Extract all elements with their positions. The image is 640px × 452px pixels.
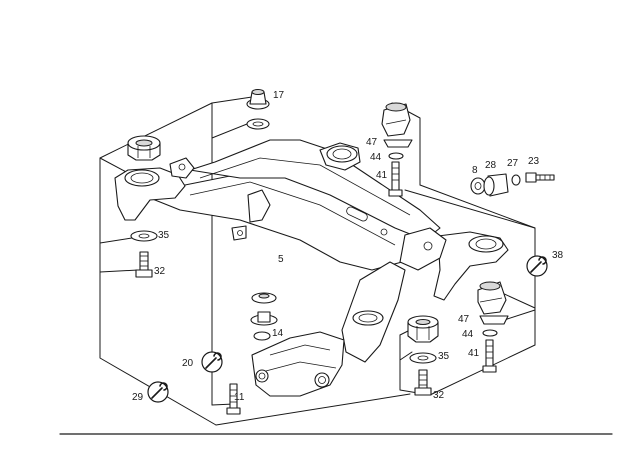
mount-17 — [246, 89, 270, 130]
label-47-lower: 47 — [458, 314, 470, 325]
center-mount-14 — [250, 292, 278, 341]
label-35-left: 35 — [158, 230, 170, 241]
differential-housing — [251, 331, 345, 397]
label-14: 14 — [272, 328, 284, 339]
left-bolt-32 — [135, 251, 153, 278]
label-23: 23 — [528, 156, 540, 167]
label-29: 29 — [132, 392, 144, 403]
label-27: 27 — [507, 158, 519, 169]
bushing-set-8-28-27-23 — [470, 172, 555, 197]
right-rubber-mount — [407, 315, 439, 343]
label-20: 20 — [182, 358, 194, 369]
left-rubber-mount — [127, 135, 161, 161]
label-8: 8 — [472, 165, 478, 176]
wrench-symbol-icon — [201, 351, 223, 373]
label-47-upper: 47 — [366, 137, 378, 148]
wrench-symbol-icon — [526, 255, 548, 277]
label-41-lower: 41 — [468, 348, 480, 359]
subframe-crossmember — [114, 139, 509, 363]
label-32-right: 32 — [433, 390, 445, 401]
label-32-left: 32 — [154, 266, 166, 277]
bolt-11 — [226, 383, 241, 415]
label-44-lower: 44 — [462, 329, 474, 340]
right-lower-mount — [477, 281, 509, 373]
right-washer-35 — [409, 352, 437, 364]
right-bolt-32 — [414, 369, 432, 396]
right-upper-mount — [381, 102, 413, 197]
label-28: 28 — [485, 160, 497, 171]
label-35-right: 35 — [438, 351, 450, 362]
wrench-symbol-icon — [147, 381, 169, 403]
label-44-upper: 44 — [370, 152, 382, 163]
label-17: 17 — [273, 90, 285, 101]
part-labels: 17 47 44 41 8 28 27 23 35 32 5 38 14 47 … — [132, 90, 564, 403]
label-5: 5 — [278, 254, 284, 265]
label-41-upper: 41 — [376, 170, 388, 181]
label-11: 11 — [234, 392, 245, 403]
label-38: 38 — [552, 250, 564, 261]
left-washer-35 — [130, 230, 158, 242]
